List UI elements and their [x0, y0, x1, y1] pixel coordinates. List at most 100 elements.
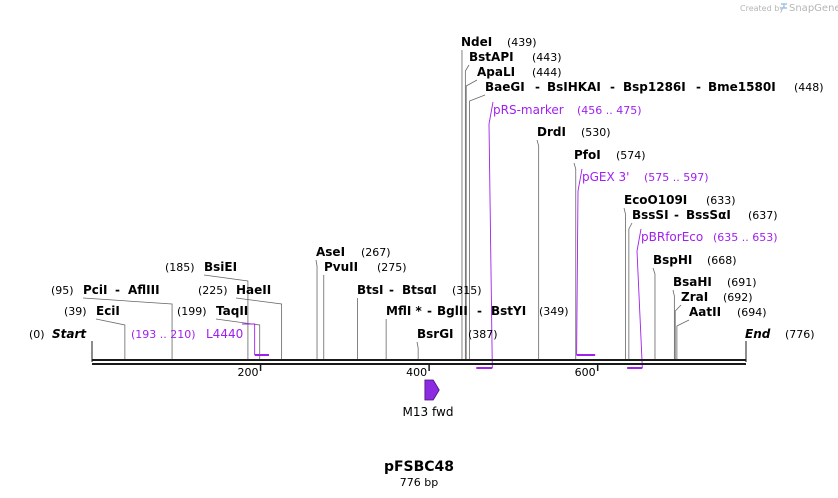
site-bsahi[interactable]: BsaHI (691) — [673, 275, 757, 289]
site-name: BspHI — [653, 253, 692, 267]
site-name: AseI — [316, 245, 345, 259]
primer-range: (456 .. 475) — [577, 104, 642, 117]
site-bsiei[interactable]: (185) BsiEI — [165, 260, 237, 274]
tick-label-400: 400 — [406, 366, 427, 379]
site-zrai[interactable]: ZraI (692) — [681, 290, 753, 304]
tick-label-200: 200 — [238, 366, 259, 379]
site-name: NdeI — [461, 35, 492, 49]
site-leader-ecii — [95, 318, 126, 359]
site-pos: (691) — [727, 276, 757, 289]
primer-name: pBRforEco — [641, 230, 703, 244]
site-alias-2: BstYI — [491, 304, 526, 318]
site-pfoi[interactable]: PfoI (574) — [574, 148, 646, 162]
primer-range: (635 .. 653) — [713, 231, 778, 244]
site-leader-taqii — [215, 318, 261, 359]
site-name: BtsI — [357, 283, 384, 297]
primer-l4440[interactable]: (193 .. 210) L4440 — [131, 327, 243, 341]
primer-pgex-3[interactable]: pGEX 3' (575 .. 597) — [582, 170, 709, 184]
site-leader-aatii — [676, 319, 690, 359]
plasmid-name: pFSBC48 — [384, 459, 454, 475]
site-separator: - — [610, 80, 615, 94]
site-name: HaeII — [236, 283, 271, 297]
site-name: AatII — [689, 305, 721, 319]
site-name: ApaLI — [477, 65, 515, 79]
primer-leader-4 — [636, 228, 643, 369]
site-separator: - — [674, 208, 679, 222]
site-name: TaqII — [216, 304, 248, 318]
primer-leader-lines — [242, 101, 643, 369]
site-pos: (185) — [165, 261, 195, 274]
site-bsphi[interactable]: BspHI (668) — [653, 253, 737, 267]
primer-leader-1 — [242, 323, 256, 355]
feature-arrows — [424, 379, 440, 401]
sequence-backbone[interactable] — [91, 341, 747, 365]
site-name: ZraI — [681, 290, 708, 304]
site-taqii[interactable]: (199) TaqII — [177, 304, 248, 318]
site-btsi[interactable]: BtsI - BtsαI (315) — [357, 283, 482, 297]
site-separator: - — [696, 80, 701, 94]
site-leader-apali — [465, 79, 478, 359]
primer-name: L4440 — [206, 327, 243, 341]
site-pvuii[interactable]: PvuII (275) — [324, 260, 407, 274]
site-separator: - — [389, 283, 394, 297]
site-name: BstAPI — [469, 50, 514, 64]
site-leader-pcii — [82, 297, 173, 359]
primer-name: pRS-marker — [493, 103, 564, 117]
site-name: PvuII — [324, 260, 358, 274]
end-pos: (776) — [785, 328, 815, 341]
site-drdi[interactable]: DrdI (530) — [537, 125, 611, 139]
site-name: MflI * — [386, 304, 422, 318]
site-name: BssSI — [632, 208, 669, 222]
site-ecoo109i[interactable]: EcoO109I (633) — [624, 193, 736, 207]
site-leader-lines — [82, 50, 690, 359]
site-leader-zrai — [674, 304, 682, 359]
site-name: PfoI — [574, 148, 601, 162]
site-alias: BsIHKAI — [547, 80, 601, 94]
site-baegi[interactable]: BaeGI - BsIHKAI - Bsp1286I - Bme1580I (4… — [485, 80, 824, 94]
primer-pbrforeco[interactable]: pBRforEco (635 .. 653) — [641, 230, 778, 244]
site-pos: (39) — [64, 305, 87, 318]
site-bstapi[interactable]: BstAPI (443) — [469, 50, 562, 64]
primer-range: (575 .. 597) — [644, 171, 709, 184]
site-asei[interactable]: AseI (267) — [316, 245, 391, 259]
primer-bars — [254, 354, 643, 369]
site-pos: (315) — [452, 284, 482, 297]
site-alias: BssSαI — [686, 208, 731, 222]
site-leader-baegi — [469, 94, 486, 359]
site-pcii[interactable]: (95) PciI - AflIII — [51, 283, 160, 297]
primers: (193 .. 210) L4440 pRS-marker (456 .. 47… — [131, 103, 778, 341]
site-name: BsrGI — [417, 327, 454, 341]
site-ndei[interactable]: NdeI (439) — [461, 35, 537, 49]
site-name: EciI — [96, 304, 120, 318]
site-pos: (439) — [507, 36, 537, 49]
site-pos: (633) — [706, 194, 736, 207]
site-aatii[interactable]: AatII (694) — [689, 305, 767, 319]
primer-leader-3 — [576, 168, 583, 356]
site-pos: (530) — [581, 126, 611, 139]
site-alias: BglII — [437, 304, 468, 318]
primer-prs-marker[interactable]: pRS-marker (456 .. 475) — [493, 103, 642, 117]
site-apali[interactable]: ApaLI (444) — [477, 65, 562, 79]
site-pos: (349) — [539, 305, 569, 318]
site-pos: (444) — [532, 66, 562, 79]
site-pos: (275) — [377, 261, 407, 274]
site-separator: - — [115, 283, 120, 297]
primer-name: pGEX 3' — [582, 170, 629, 184]
site-leader-bsiei — [203, 274, 249, 359]
site-pos: (637) — [748, 209, 778, 222]
primer-leader-2 — [488, 101, 494, 369]
site-bsssi[interactable]: BssSI - BssSαI (637) — [632, 208, 778, 222]
site-pos: (694) — [737, 306, 767, 319]
site-ecii[interactable]: (39) EciI — [64, 304, 120, 318]
site-leader-pfoi — [573, 162, 577, 359]
site-haeii[interactable]: (225) HaeII — [198, 283, 271, 297]
site-mfli[interactable]: MflI * - BglII - BstYI (349) — [386, 304, 569, 318]
site-pos: (668) — [707, 254, 737, 267]
snapgene-logo-icon — [781, 3, 787, 9]
site-alias: BtsαI — [402, 283, 437, 297]
site-bsrgi[interactable]: BsrGI (387) — [417, 327, 498, 341]
start-label: Start — [52, 327, 87, 341]
site-alias: AflIII — [128, 283, 160, 297]
site-pos: (448) — [794, 81, 824, 94]
